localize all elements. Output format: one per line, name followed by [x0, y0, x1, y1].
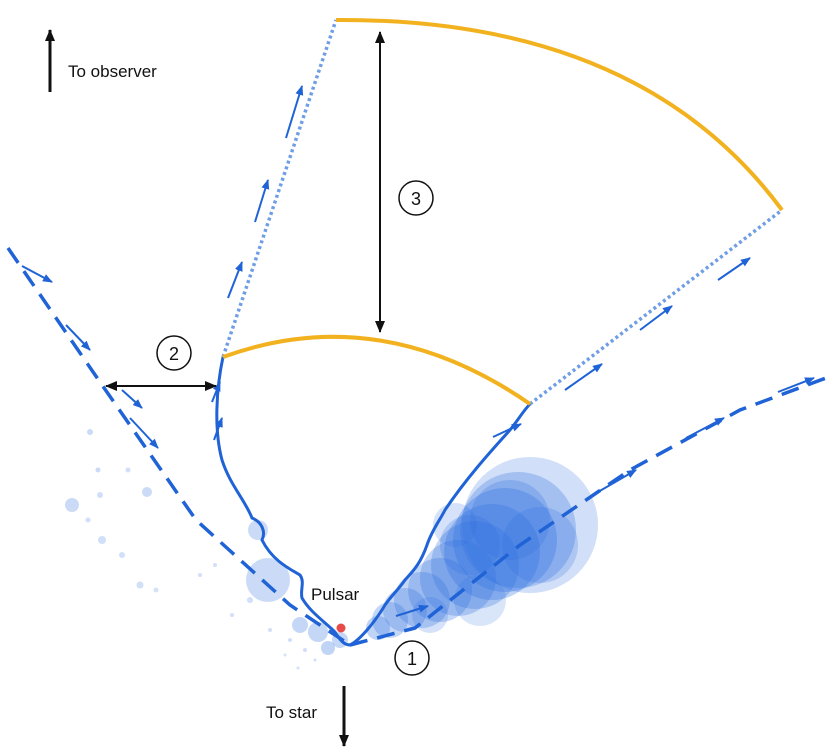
- svg-text:3: 3: [411, 189, 421, 209]
- outer-shock-left: [6, 247, 351, 647]
- inner-arc: [222, 334, 532, 406]
- svg-text:2: 2: [169, 344, 179, 364]
- outer-shock-right: [349, 376, 827, 647]
- dotted-line-left: [221, 19, 338, 358]
- outflow-blobs-left: [65, 429, 348, 670]
- region-3-marker: 3: [398, 180, 434, 216]
- pulsar-label: Pulsar: [311, 585, 360, 604]
- to-star-label: To star: [266, 703, 317, 722]
- pulsar-dot: [336, 623, 346, 633]
- outer-arc: [335, 17, 784, 212]
- region-2-marker: 2: [156, 335, 192, 371]
- svg-text:1: 1: [407, 649, 417, 669]
- to-observer-label: To observer: [68, 62, 157, 81]
- outflow-blobs-right: [366, 457, 598, 640]
- flow-arrows: [21, 85, 815, 617]
- inner-shock: [215, 356, 532, 647]
- dotted-line-right: [528, 208, 784, 406]
- region-1-marker: 1: [394, 640, 430, 676]
